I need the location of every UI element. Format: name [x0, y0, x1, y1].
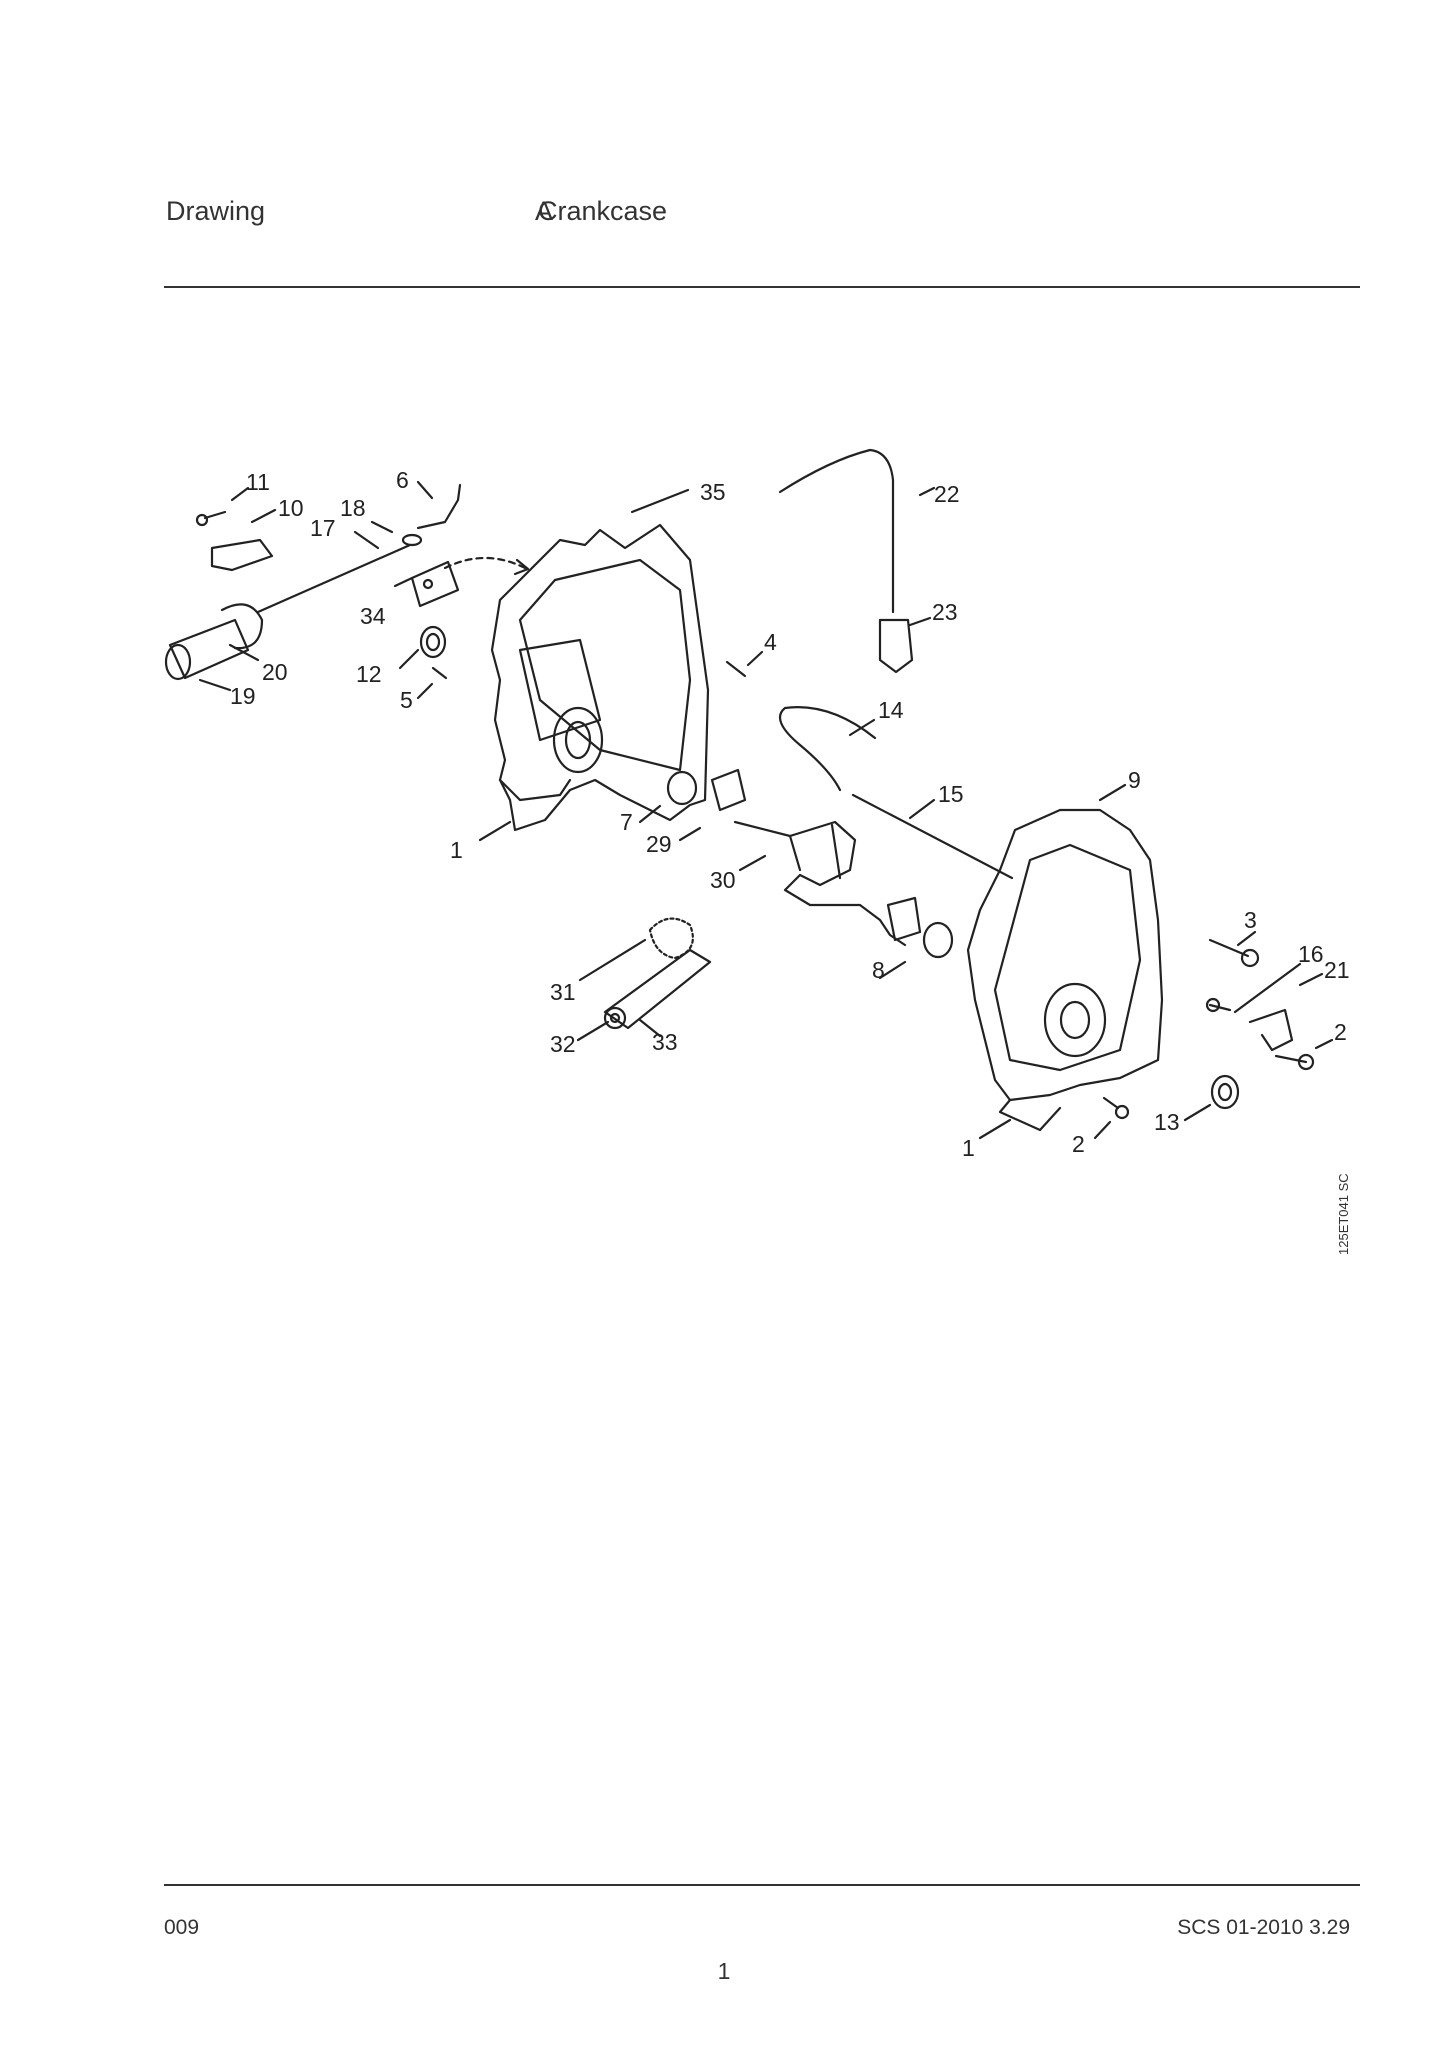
part-2-screw [1102, 1096, 1120, 1110]
part-20-ring [220, 603, 264, 650]
callout-10: 10 [278, 495, 304, 521]
callout-33: 33 [652, 1029, 678, 1055]
callout-7: 7 [620, 809, 633, 835]
title-text: Crankcase [538, 196, 668, 226]
bottom-rule [164, 1884, 1360, 1886]
crankcase-half-left [490, 523, 710, 832]
callout-23: 23 [932, 599, 958, 625]
part-31-needle-cage [648, 917, 694, 960]
callout-31: 31 [550, 979, 576, 1005]
part-23-fuel-filter [878, 618, 914, 674]
callout-32: 32 [550, 1031, 576, 1057]
callout-13: 13 [1154, 1109, 1180, 1135]
callout-2-right: 2 [1334, 1019, 1347, 1045]
part-21-bracket [1248, 1008, 1294, 1052]
callout-29: 29 [646, 831, 672, 857]
callout-1-left: 1 [450, 837, 463, 863]
callout-15: 15 [938, 781, 964, 807]
top-rule [164, 286, 1360, 288]
part-8-bearing [922, 921, 954, 959]
callout-2-bottom: 2 [1072, 1131, 1085, 1157]
part-7-bearing [666, 770, 698, 806]
part-34-plate [410, 560, 460, 608]
part-22-fuel-hose [778, 448, 895, 614]
crankcase-half-right [966, 808, 1164, 1102]
footer-page-code: 009 [164, 1916, 200, 1939]
part-32-conrod [603, 948, 712, 1030]
part-17-rod [256, 543, 412, 614]
callout-22: 22 [934, 481, 960, 507]
header-label: Drawing [166, 196, 266, 226]
callout-9: 9 [1128, 767, 1141, 793]
callout-6: 6 [396, 467, 409, 493]
part-16-screw [1208, 1003, 1232, 1012]
callout-19: 19 [230, 683, 256, 709]
part-6-cable [416, 483, 462, 530]
callout-3: 3 [1244, 907, 1257, 933]
callout-21: 21 [1324, 957, 1350, 983]
header-letter: A [535, 196, 554, 226]
part-10-lever [210, 538, 274, 572]
part-19-knob [168, 618, 250, 680]
callout-20: 20 [262, 659, 288, 685]
exploded-parts-drawing: 11 10 18 17 6 35 22 34 23 4 20 19 12 5 1… [164, 448, 1350, 1161]
drawing-code: 125ET041 SC [1336, 1173, 1351, 1255]
callout-11: 11 [246, 469, 270, 495]
callout-5: 5 [400, 687, 413, 713]
callout-30: 30 [710, 867, 736, 893]
part-15-line [851, 793, 1014, 880]
callout-17: 17 [310, 515, 336, 541]
page-title: Crankcase [538, 196, 667, 227]
callout-1-right: 1 [962, 1135, 975, 1161]
callout-16: 16 [1298, 941, 1324, 967]
callout-labels: 11 10 18 17 6 35 22 34 23 4 20 19 12 5 1… [230, 467, 1350, 1161]
callout-4: 4 [764, 629, 777, 655]
callout-12: 12 [356, 661, 382, 687]
footer-doc-id: SCS 01-2010 3.29 [1177, 1916, 1350, 1939]
part-29-gasket [710, 768, 747, 812]
part-3-screw [1208, 938, 1250, 958]
page-number: 1 [717, 1958, 731, 1984]
part-12-seal [419, 625, 447, 659]
callout-34: 34 [360, 603, 386, 629]
part-30-crankshaft [733, 820, 907, 947]
part-14-hose [778, 706, 877, 792]
callout-8: 8 [872, 957, 885, 983]
callout-14: 14 [878, 697, 904, 723]
callout-18: 18 [340, 495, 366, 521]
part-4-pin [725, 660, 747, 678]
callout-35: 35 [700, 479, 726, 505]
part-13-seal [1210, 1074, 1240, 1110]
